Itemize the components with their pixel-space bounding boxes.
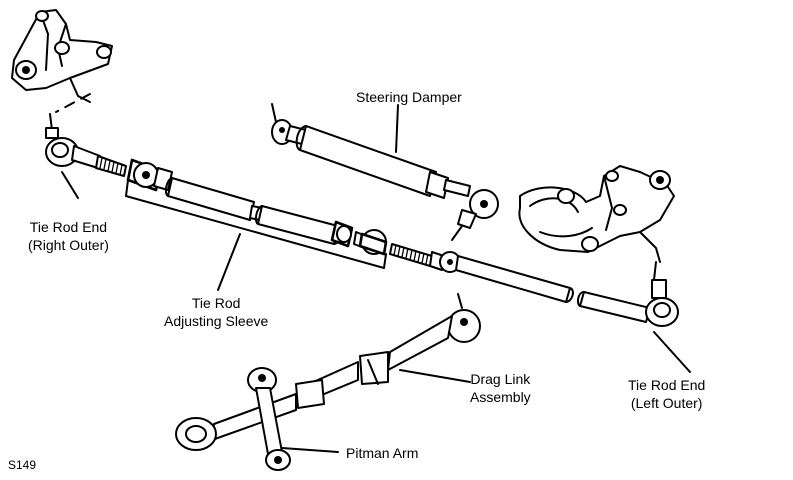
- right-adjusting-sleeve: [126, 158, 173, 192]
- right-knuckle-bracket: [11, 9, 113, 103]
- left-outer-tie-rod-end: [645, 261, 679, 327]
- drag-link-assembly-label: Drag Link Assembly: [470, 371, 531, 405]
- drag-link-assembly: [175, 293, 481, 451]
- sleeve-bracket: [125, 179, 387, 269]
- tie-rod-end-left-label: Tie Rod End (Left Outer): [628, 377, 706, 411]
- left-adjusting-sleeve: [330, 220, 388, 256]
- leader-lines: [61, 104, 691, 453]
- pitman-arm-label: Pitman Arm: [346, 445, 419, 461]
- right-pivot-dashline: [55, 93, 91, 113]
- pitman-arm: [247, 367, 291, 471]
- right-outer-tie-rod-end: [45, 113, 127, 177]
- steering-damper: [271, 103, 499, 241]
- tie-rod-adjusting-sleeve-label: Tie Rod Adjusting Sleeve: [164, 295, 269, 329]
- tie-rod-left-threads: [389, 243, 445, 271]
- tie-rod-end-right-label: Tie Rod End (Right Outer): [28, 219, 109, 253]
- center-tie-rod: [439, 251, 651, 323]
- left-knuckle-bracket: [518, 165, 675, 263]
- tie-rod-tube: [164, 177, 342, 245]
- figure-id: S149: [8, 458, 37, 472]
- steering-damper-label: Steering Damper: [356, 89, 462, 105]
